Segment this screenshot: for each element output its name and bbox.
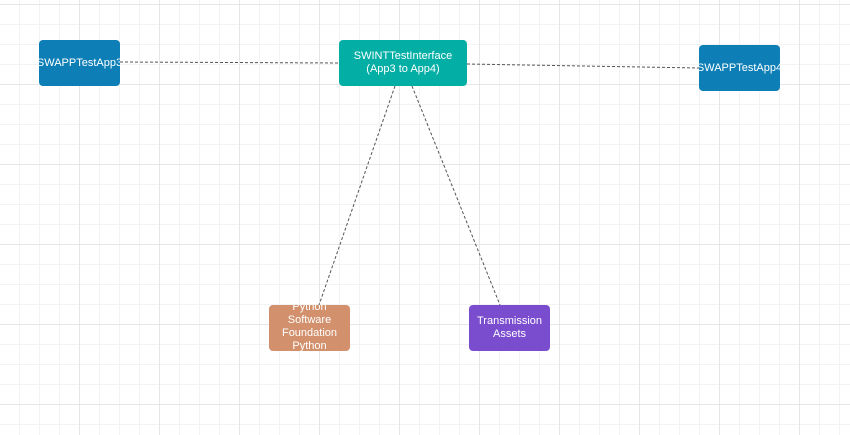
node-label: SWINTTestInterface (App3 to App4) — [353, 50, 453, 75]
edge-interface-to-transmission — [411, 85, 501, 306]
edge-interface-to-app4 — [466, 63, 700, 69]
node-swinttestinterface[interactable]: SWINTTestInterface (App3 to App4) — [339, 40, 467, 86]
node-label: Python Software Foundation Python — [281, 305, 338, 351]
node-label: Transmission Assets — [477, 315, 542, 340]
node-swapptestapp3[interactable]: SWAPPTestApp3 — [39, 40, 120, 86]
node-label: SWAPPTestApp4 — [699, 61, 780, 74]
edge-interface-to-python — [318, 85, 396, 306]
node-swapptestapp4[interactable]: SWAPPTestApp4 — [699, 45, 780, 91]
node-transmission-assets[interactable]: Transmission Assets — [469, 305, 550, 351]
node-label: SWAPPTestApp3 — [39, 56, 120, 69]
edge-app3-to-interface — [119, 61, 340, 64]
node-python-software-foundation[interactable]: Python Software Foundation Python — [269, 305, 350, 351]
